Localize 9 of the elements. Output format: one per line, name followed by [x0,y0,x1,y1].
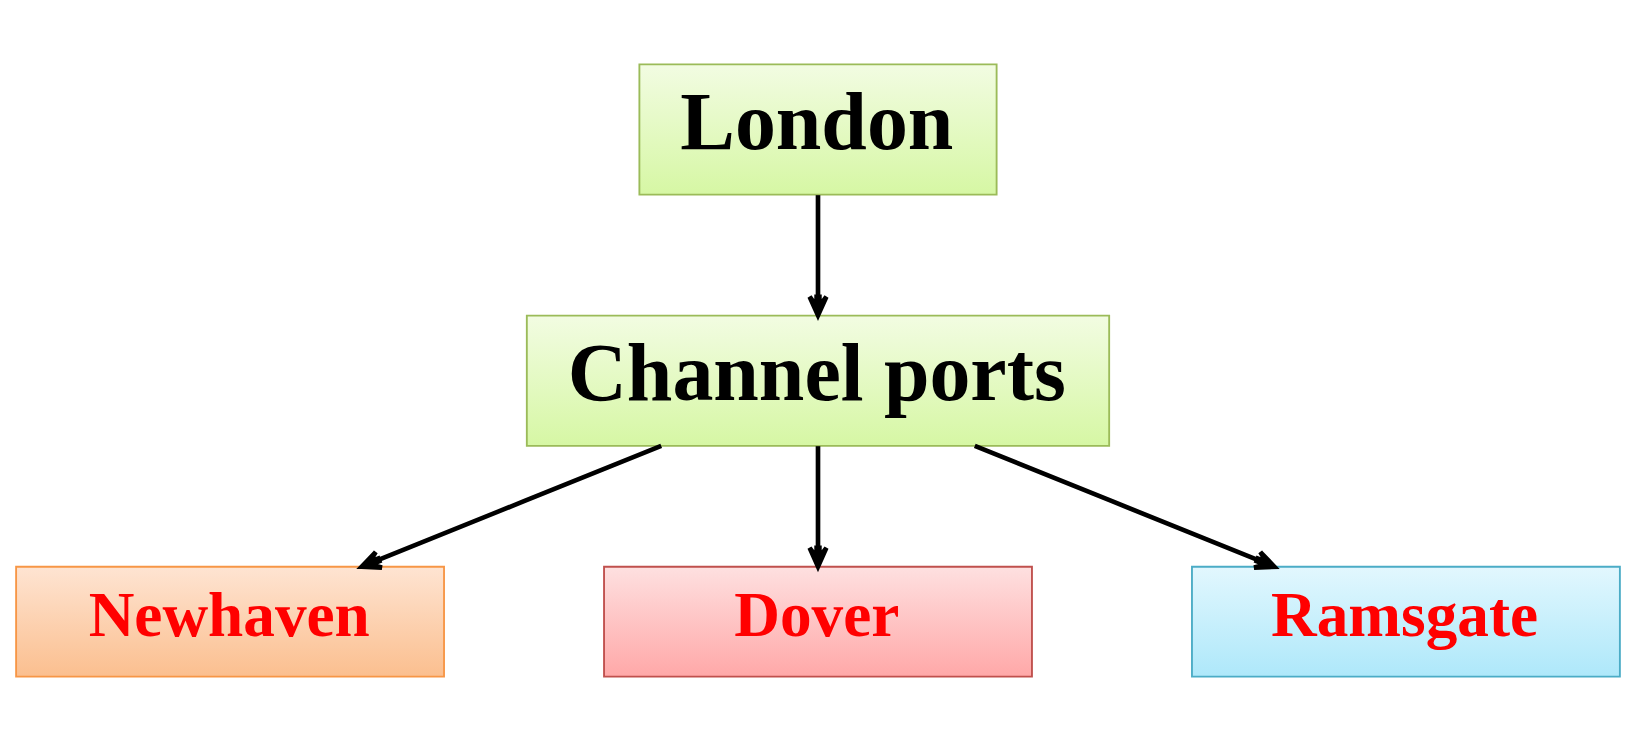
arrow [973,443,1277,570]
node-box: Newhaven [15,565,445,678]
node-box: Ramsgate [1191,565,1621,678]
node-box: Dover [603,565,1033,678]
arrow [807,195,829,318]
node-box: Channel ports [525,314,1111,447]
arrow [807,446,829,569]
arrow [359,443,663,570]
node-box: London [638,63,998,196]
